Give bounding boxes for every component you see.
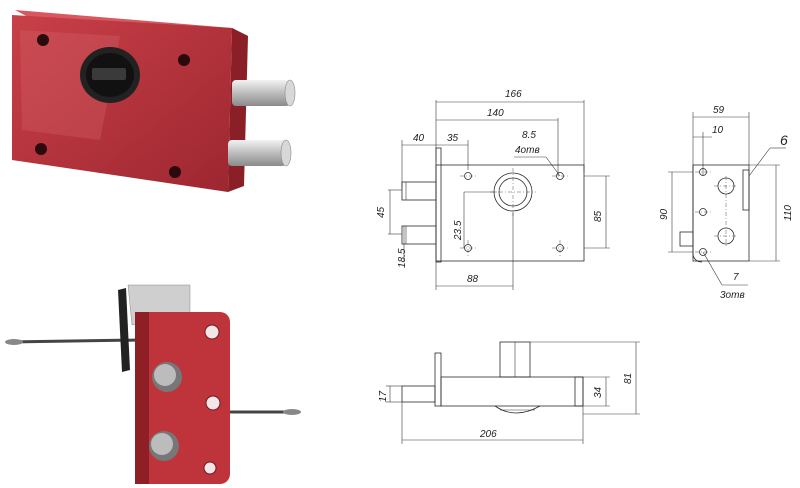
lock-photo-front [12,10,296,192]
top-bolt [401,385,436,403]
dim-hole-offset: 35 [447,133,459,144]
front-bolt-lower [401,225,437,245]
lock-body-front [12,15,232,192]
top-body-outline [440,376,584,407]
dim-total-length: 206 [479,429,497,440]
dim-bolt-height: 17 [378,390,389,402]
dim-bolt-dia: 18.5 [397,248,408,268]
dim-top-body-height: 34 [593,386,604,398]
dim-body-width: 140 [487,108,504,119]
dim-side-hole-count: 3отв [720,290,745,301]
dim-overall-width: 166 [505,89,522,100]
dim-bolt-projection: 40 [413,133,425,144]
bolt-upper [232,80,290,106]
dim-depth: 59 [713,105,725,116]
screw-hole [169,166,181,178]
dim-inner-height: 90 [659,208,670,220]
front-view-drawing: 166 140 40 35 8.5 4отв 45 18.5 23.5 85 8… [376,89,610,290]
lock-photo-side [5,284,301,484]
dim-bolt-spacing: 45 [376,206,387,218]
dim-lower-width: 88 [467,274,479,285]
side-view-drawing: 59 10 90 110 7 3отв 6 [659,105,794,301]
dim-offset: 10 [712,125,724,136]
screw-hole [178,54,190,66]
dim-plate-thickness: 6 [780,132,788,148]
top-view-drawing: 17 34 81 206 [378,341,640,444]
bolt-lower [228,140,286,166]
dim-body-height: 85 [593,210,604,222]
dim-cylinder-offset: 23.5 [453,220,464,241]
screw-hole [35,143,47,155]
screw-hole [37,34,49,46]
dim-hole-dia: 8.5 [522,130,536,141]
dim-hole-count: 4отв [515,145,540,156]
dim-side-hole-dia: 7 [733,272,739,283]
front-bolt-upper [401,181,437,201]
dim-total-height: 81 [623,373,634,384]
dim-outer-height: 110 [783,205,794,221]
